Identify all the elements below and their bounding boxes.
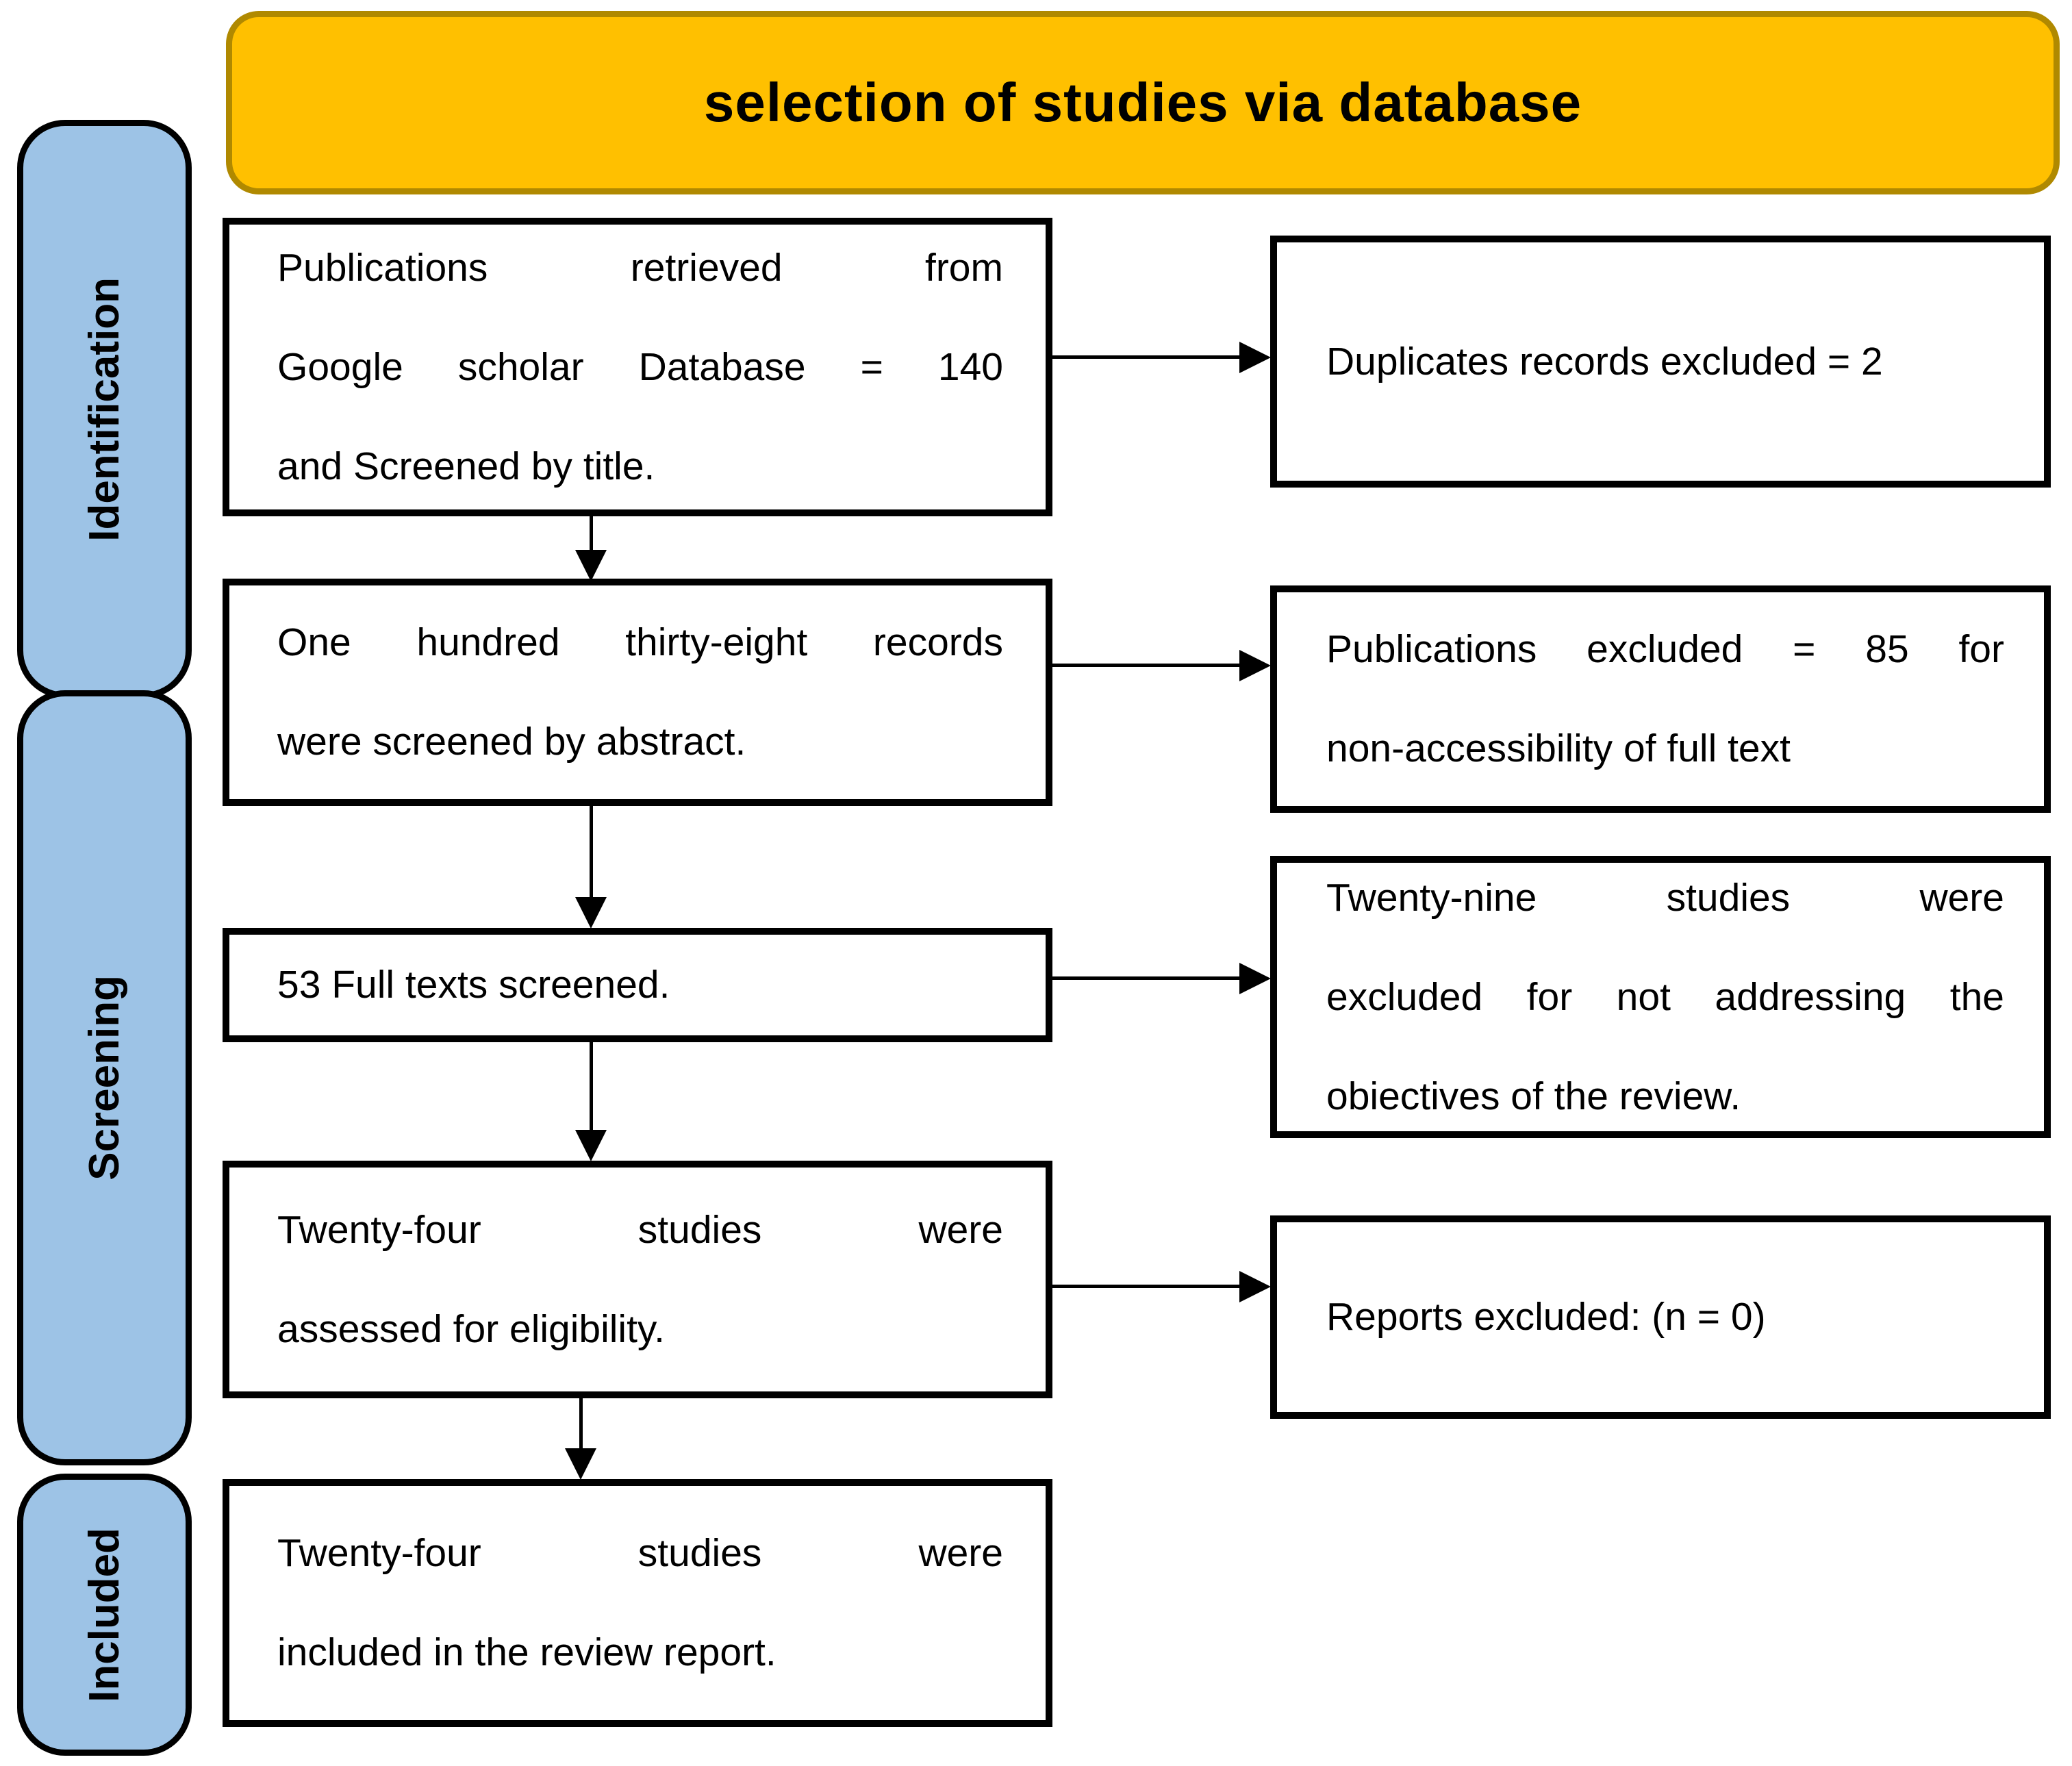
exclusion-box-duplicates: Duplicates records excluded = 2 [1270,236,2051,488]
arrow-right-1-line [1052,355,1241,359]
stage-pill-included: Included [17,1474,192,1756]
text-line: and Screened by title. [277,444,655,488]
text-line: One hundred thirty-eight records [277,620,1003,664]
stage-pill-screening: Screening [17,690,192,1465]
exclusion-box-publications: Publications excluded = 85 for non-access… [1270,585,2051,813]
arrow-down-1-line [590,515,593,553]
arrow-right-2-line [1052,664,1241,667]
text-line: Twenty-four studies were [277,1531,1003,1575]
text-line: excluded for not addressing the [1326,974,2004,1019]
stage-label-included: Included [81,1527,128,1702]
text-line: were screened by abstract. [277,720,746,764]
text-line: Publications retrieved from [277,245,1003,290]
arrow-down-4-line [579,1398,583,1451]
text-line: Duplicates records excluded = 2 [1326,339,1883,383]
stage-pill-identification: Identification [17,120,192,698]
arrow-down-4-head-icon [565,1448,596,1480]
arrow-down-2-line [590,806,593,900]
text-line: 53 Full texts screened. [277,963,670,1007]
flow-box-assessed-for-eligibility: Twenty-four studies were assessed for eli… [223,1161,1052,1398]
arrow-right-1-head-icon [1239,342,1271,373]
text-line: obiectives of the review. [1326,1074,1741,1118]
exclusion-box-studies: Twenty-nine studies were excluded for not… [1270,856,2051,1138]
arrow-right-3-head-icon [1239,963,1271,994]
flow-box-screened-by-abstract: One hundred thirty-eight records were scr… [223,579,1052,806]
arrow-down-1-head-icon [575,550,607,581]
text-line: Twenty-four studies were [277,1207,1003,1252]
arrow-down-2-head-icon [575,897,607,929]
text-line: Twenty-nine studies were [1326,875,2004,920]
arrow-right-4-line [1052,1285,1241,1288]
flow-box-included-in-review: Twenty-four studies were included in the … [223,1479,1052,1727]
stage-label-identification: Identification [81,277,128,542]
text-line: Reports excluded: (n = 0) [1326,1295,1766,1339]
text-line: assessed for eligibility. [277,1307,666,1351]
arrow-down-3-line [590,1042,593,1133]
stage-label-screening: Screening [81,975,128,1181]
diagram-title: selection of studies via database [703,72,1582,133]
arrow-right-4-head-icon [1239,1271,1271,1302]
arrow-right-3-line [1052,976,1241,980]
text-line: included in the review report. [277,1630,776,1674]
arrow-down-3-head-icon [575,1130,607,1161]
text-line: Google scholar Database = 140 [277,344,1003,389]
title-banner: selection of studies via database [226,11,2060,194]
arrow-right-2-head-icon [1239,650,1271,681]
text-line: non-accessibility of full text [1326,727,1791,770]
text-line: Publications excluded = 85 for [1326,627,2004,671]
exclusion-box-reports: Reports excluded: (n = 0) [1270,1215,2051,1419]
flow-box-full-texts-screened: 53 Full texts screened. [223,928,1052,1042]
